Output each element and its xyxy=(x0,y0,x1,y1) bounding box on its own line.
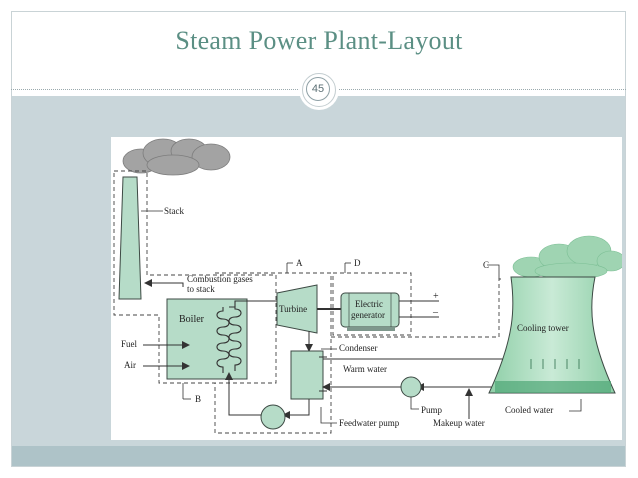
combustion-gas-arrow xyxy=(144,279,184,287)
air-label: Air xyxy=(124,360,136,370)
makeup-water-label: Makeup water xyxy=(433,418,485,428)
subsystem-a-outline xyxy=(214,272,332,434)
generator-label-1: Electric xyxy=(355,299,383,309)
feedwater-pump-label: Feedwater pump xyxy=(339,418,400,428)
feedwater-line xyxy=(225,372,261,416)
cooling-tower xyxy=(488,276,616,394)
subsystem-d-outline xyxy=(332,272,412,336)
condensate-line xyxy=(282,399,310,419)
label-a: A xyxy=(296,258,303,268)
label-d: D xyxy=(354,258,361,268)
pump-leader xyxy=(410,397,419,410)
cooled-water-label: Cooled water xyxy=(505,405,553,415)
boiler xyxy=(166,298,248,380)
boiler-coil xyxy=(228,306,242,371)
plus-label: + xyxy=(433,291,439,302)
page-number-badge: 45 xyxy=(302,73,336,107)
turbine xyxy=(276,284,318,334)
condenser xyxy=(290,350,324,400)
fuel-label: Fuel xyxy=(121,339,138,349)
condenser-tubes xyxy=(319,356,327,392)
tower-basin xyxy=(495,381,611,393)
cooling-tower-label: Cooling tower xyxy=(517,323,569,333)
page-number: 45 xyxy=(306,77,330,101)
minus-label: – xyxy=(432,307,439,318)
stack-label: Stack xyxy=(164,206,184,216)
spray-nozzles xyxy=(530,359,580,369)
steam-plant-diagram: Stack Combustion gases to stack Boiler F… xyxy=(113,138,626,434)
generator-label-2: generator xyxy=(351,310,385,320)
condenser-label: Condenser xyxy=(339,343,378,353)
combustion-label-2: to stack xyxy=(187,284,215,294)
footer-band xyxy=(12,446,625,466)
stack xyxy=(118,176,142,300)
boiler-label: Boiler xyxy=(179,314,205,325)
label-b: B xyxy=(195,394,201,404)
cooling-pump xyxy=(400,376,422,398)
boiler-coil-inner xyxy=(216,307,230,373)
feedwater-leader xyxy=(320,407,337,424)
vapor-cloud xyxy=(512,235,626,280)
diagram-figure: Stack Combustion gases to stack Boiler F… xyxy=(111,137,626,440)
label-c: C xyxy=(483,260,489,270)
subsystem-b-outline xyxy=(113,170,277,384)
feedwater-pump xyxy=(260,404,286,430)
subsystem-c-outline xyxy=(331,278,503,338)
warm-water-label: Warm water xyxy=(343,364,387,374)
generator-base xyxy=(347,327,395,331)
cooled-water-leader xyxy=(569,399,582,412)
combustion-label-1: Combustion gases xyxy=(187,274,253,284)
smoke-cloud xyxy=(122,138,231,176)
slide-title: Steam Power Plant-Layout xyxy=(175,26,463,55)
c-leader xyxy=(487,264,500,279)
turbine-label: Turbine xyxy=(279,304,307,314)
generator-fins xyxy=(348,293,392,327)
pump-label: Pump xyxy=(421,405,443,415)
